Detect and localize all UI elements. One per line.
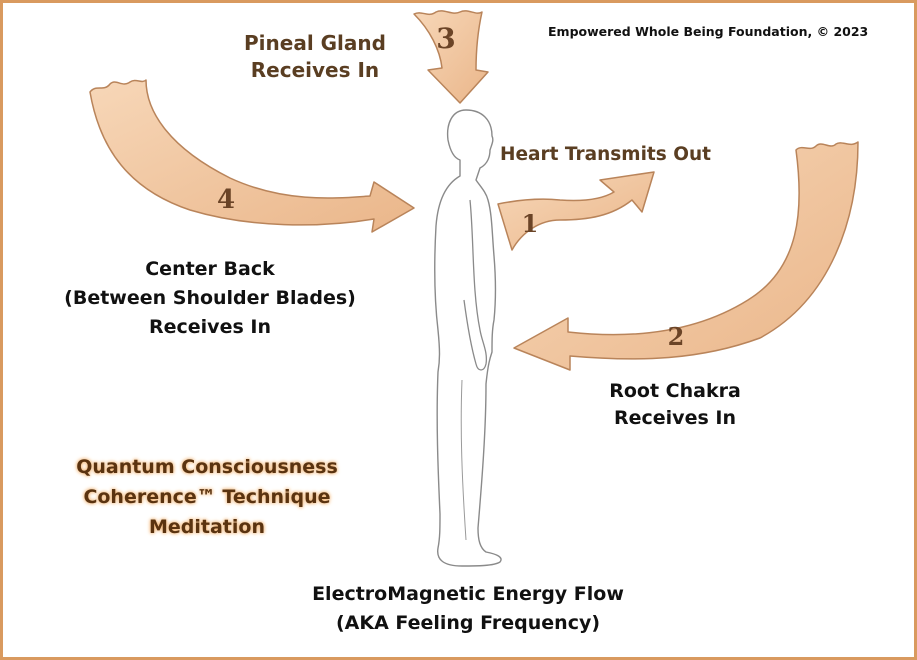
label-center-back-line-1: Center Back: [40, 255, 380, 284]
energy-flow-caption: ElectroMagnetic Energy Flow (AKA Feeling…: [248, 580, 688, 638]
label-pineal-line-1: Pineal Gland: [244, 30, 386, 57]
technique-line-2: Coherence™ Technique: [46, 482, 368, 512]
technique-line-1: Quantum Consciousness: [46, 452, 368, 482]
technique-line-3: Meditation: [46, 512, 368, 542]
label-root-chakra: Root Chakra Receives In: [575, 378, 775, 432]
label-center-back: Center Back (Between Shoulder Blades) Re…: [40, 255, 380, 342]
technique-title: Quantum Consciousness Coherence™ Techniq…: [46, 452, 368, 542]
label-pineal-line-2: Receives In: [244, 57, 386, 84]
label-center-back-line-2: (Between Shoulder Blades): [40, 284, 380, 313]
arrow-4-number: 4: [217, 185, 235, 215]
copyright-notice: Empowered Whole Being Foundation, © 2023: [548, 24, 868, 39]
arrow-3-number: 3: [436, 22, 455, 55]
arrow-4: [90, 80, 414, 232]
human-figure: [435, 110, 501, 566]
arrow-2-number: 2: [668, 322, 685, 351]
arrow-2: [514, 142, 858, 370]
label-heart: Heart Transmits Out: [500, 144, 711, 165]
human-leg-line: [461, 380, 466, 540]
label-root-line-1: Root Chakra: [575, 378, 775, 405]
arrow-1-number: 1: [522, 209, 539, 238]
label-root-line-2: Receives In: [575, 405, 775, 432]
human-arm: [464, 200, 486, 370]
energy-line-2: (AKA Feeling Frequency): [248, 609, 688, 638]
energy-line-1: ElectroMagnetic Energy Flow: [248, 580, 688, 609]
label-pineal-gland: Pineal Gland Receives In: [244, 30, 386, 84]
label-center-back-line-3: Receives In: [40, 313, 380, 342]
